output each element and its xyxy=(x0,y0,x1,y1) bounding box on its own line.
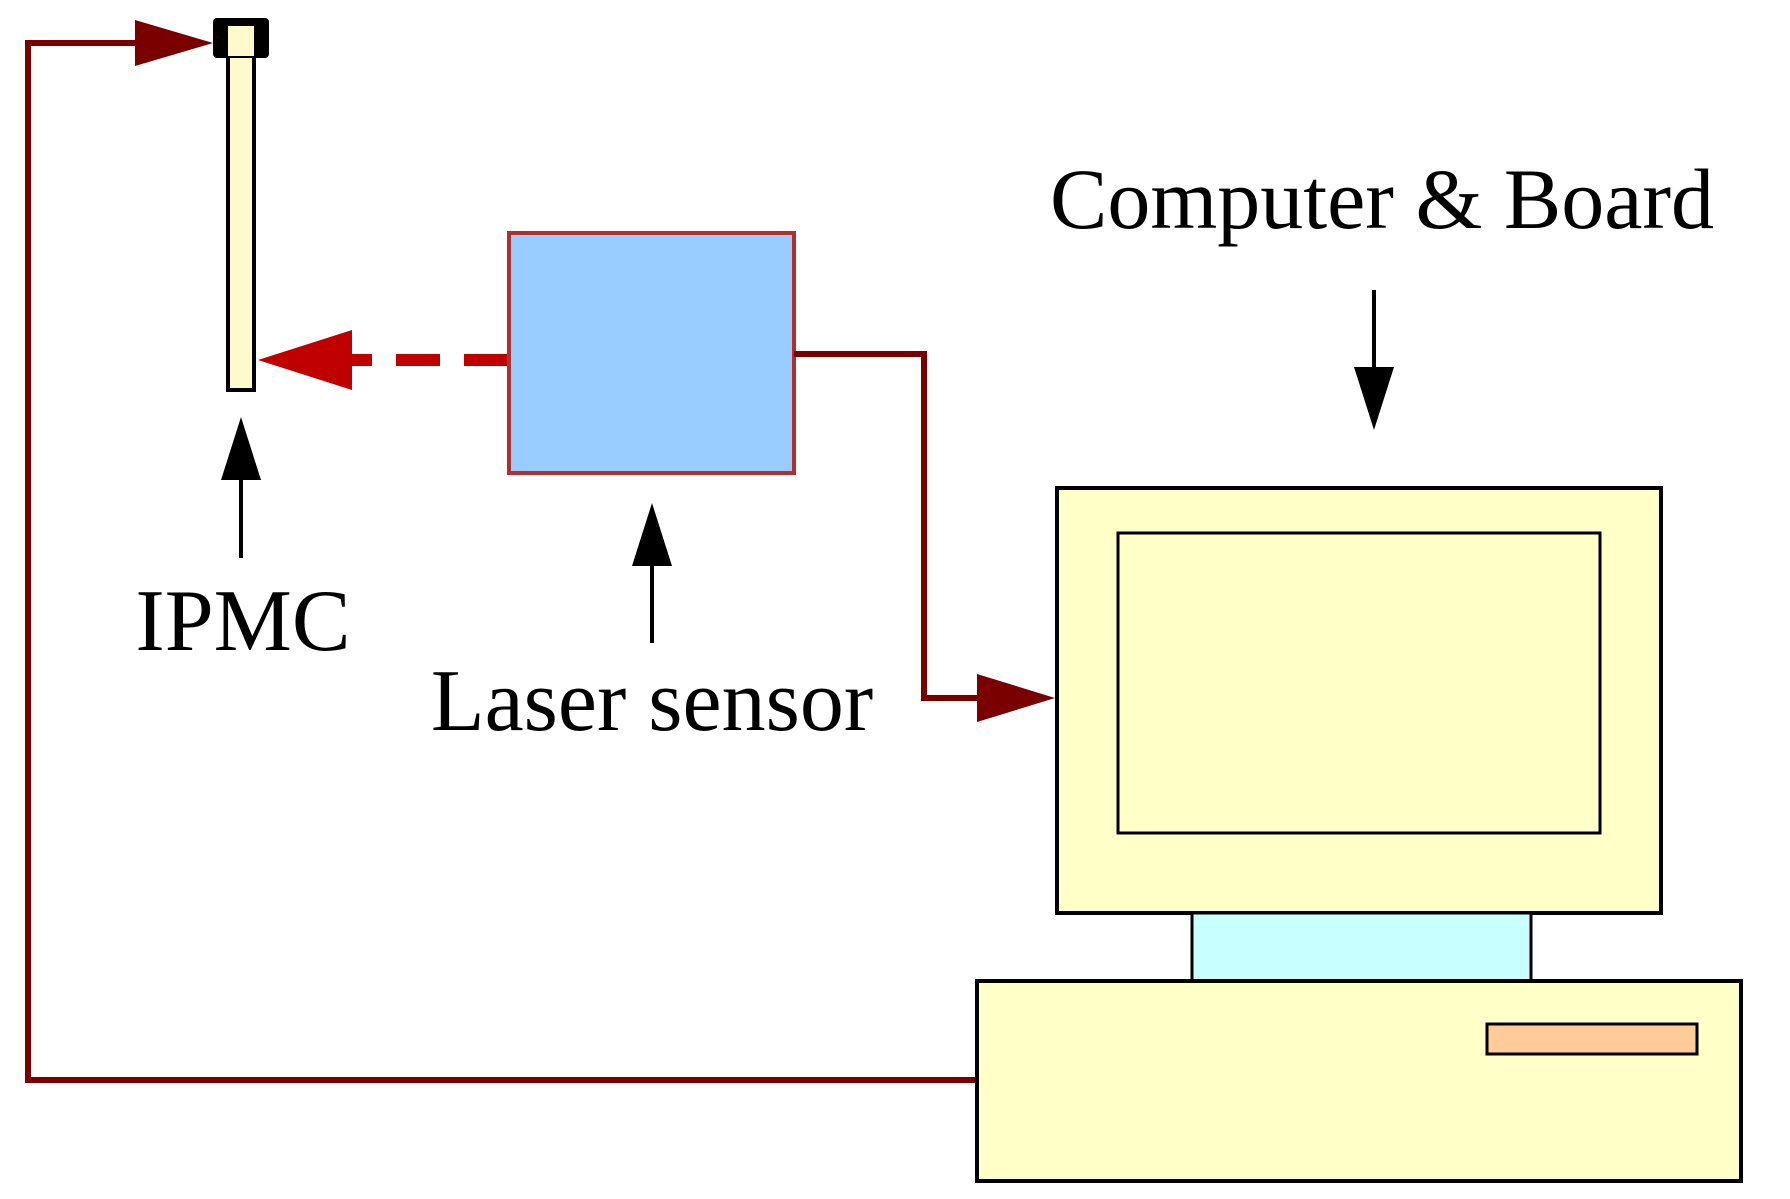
laser-sensor-box xyxy=(507,231,796,475)
actuation-wire xyxy=(25,40,983,1083)
signal-wire xyxy=(794,351,980,701)
ipmc-strip-icon xyxy=(213,18,269,392)
computer-base xyxy=(975,979,1743,1183)
actuation-wire-arrowhead xyxy=(135,20,213,66)
computer-board-label: Computer & Board xyxy=(1050,151,1714,247)
laser-sensor-label: Laser sensor xyxy=(431,653,873,750)
monitor-screen xyxy=(1116,531,1602,835)
laser-pointer-arrow xyxy=(632,503,672,643)
drive-slot xyxy=(1485,1022,1699,1056)
computer-icon xyxy=(975,486,1743,1183)
signal-wire-arrowhead xyxy=(977,674,1055,722)
ipmc-label: IPMC xyxy=(135,573,350,670)
monitor-stand xyxy=(1190,911,1533,983)
computer-pointer-arrow xyxy=(1354,290,1394,430)
laser-beam-arrowhead xyxy=(258,330,352,390)
ipmc-pointer-arrow xyxy=(221,417,261,558)
